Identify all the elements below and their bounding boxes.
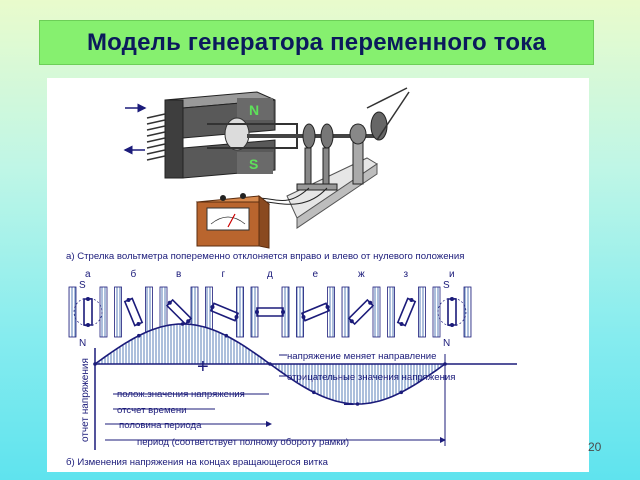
pole-piece-right: [418, 286, 426, 338]
rotation-frame: б: [114, 268, 153, 338]
voltmeter-needle: [227, 213, 236, 228]
sample-point: [268, 362, 272, 366]
generator-diagram: N S: [66, 87, 517, 468]
pole-label-n: N: [79, 338, 86, 349]
coil-loop: [447, 298, 457, 326]
north-pole-label: N: [249, 102, 259, 118]
positive-half-wave-area: [95, 324, 270, 364]
caption-b: б) Изменения напряжения на концах вращаю…: [66, 457, 329, 468]
voltmeter: [195, 193, 271, 249]
diagram-panel: N S: [47, 78, 589, 472]
pole-piece-left: [296, 286, 304, 338]
annotation-negative-values: отрицательные значения напряжения: [287, 372, 455, 383]
conductor-dot: [186, 319, 191, 324]
rotation-frame: аS N: [68, 269, 108, 349]
pole-piece-right: [463, 286, 472, 338]
plus-sign: +: [197, 356, 209, 378]
frame-letter: д: [267, 269, 273, 280]
sample-point: [180, 322, 185, 326]
rotation-frame: ж: [341, 269, 381, 338]
pole-label-s: S: [79, 280, 86, 291]
rotation-frame: иS N: [432, 269, 472, 349]
conductor-dot: [301, 314, 306, 319]
conductor-dot: [255, 310, 259, 314]
voltage-graph: отчет напряжения + − напряжение меняет н…: [80, 322, 517, 450]
frame-letter: а: [85, 269, 91, 280]
frame-letter: е: [313, 269, 319, 280]
pole-piece-left: [114, 286, 122, 338]
rotation-frame: е: [296, 269, 335, 338]
page-number: 20: [588, 440, 602, 454]
frame-letter: г: [222, 269, 226, 280]
frame-letter: з: [404, 269, 409, 280]
conductor-dot: [86, 297, 90, 301]
sample-point: [224, 333, 229, 338]
magnet: N S: [123, 91, 276, 179]
rotation-frame: г: [205, 269, 244, 338]
rotation-circle: [73, 297, 103, 327]
pole-piece-right: [236, 286, 244, 338]
coil: [146, 113, 166, 161]
negative-half-wave-area: [270, 364, 445, 404]
coil-loop: [256, 307, 284, 317]
conductor-dot: [450, 297, 454, 301]
sample-point: [399, 390, 404, 395]
frame-letter: б: [131, 268, 137, 280]
wire: [266, 187, 328, 205]
annotation-direction-change: напряжение меняет направление: [287, 351, 436, 362]
frame-letter: ж: [358, 269, 365, 280]
sample-points: [93, 322, 447, 446]
pole-piece-left: [432, 286, 441, 338]
sample-point: [137, 333, 141, 338]
pole-piece-right: [372, 286, 381, 338]
minus-sign: −: [343, 394, 355, 416]
conductor-dot: [325, 305, 330, 310]
generator-model: N S: [123, 87, 410, 249]
conductor-dot: [368, 300, 373, 305]
rotation-frame: з: [387, 269, 426, 338]
pole-label-s: S: [443, 280, 450, 291]
pole-piece-left: [341, 286, 350, 338]
pole-piece-left: [387, 286, 395, 338]
sample-point: [312, 390, 316, 395]
annotation-period: период (соответствует полному обороту ра…: [137, 437, 349, 448]
pole-piece-left: [68, 286, 77, 338]
caption-a: а) Стрелка вольтметра попеременно отклон…: [66, 251, 464, 262]
conductor-dot: [86, 323, 90, 327]
conductor-dot: [399, 322, 404, 327]
conductor-dot: [409, 297, 414, 302]
conductor-dot: [126, 297, 131, 302]
title-bar: Модель генератора переменного тока: [39, 20, 594, 65]
frame-letter: и: [449, 269, 455, 280]
conductor-dot: [167, 300, 172, 305]
annotation-time-reference: отсчет времени: [117, 405, 187, 416]
rotation-circle: [437, 297, 467, 327]
annotation-positive-values: полож.значения напряжения: [117, 389, 245, 400]
rotation-frame: д: [250, 269, 290, 338]
conductor-dot: [281, 310, 285, 314]
conductor-dot: [210, 305, 215, 310]
pole-label-n: N: [443, 338, 450, 349]
pulley: [366, 87, 410, 141]
slide-title: Модель генератора переменного тока: [86, 28, 547, 56]
annotation-half-period: половина периода: [119, 420, 202, 431]
coil-loop: [300, 302, 331, 322]
pole-piece-right: [99, 286, 108, 338]
frame-letter: в: [176, 269, 181, 280]
conductor-dot: [136, 322, 141, 327]
south-pole-label: S: [249, 156, 258, 172]
pole-piece-right: [327, 286, 335, 338]
sample-point: [355, 402, 360, 406]
y-axis-label: отчет напряжения: [80, 358, 91, 442]
conductor-dot: [234, 314, 239, 319]
coil-loop: [396, 297, 417, 327]
coil-loop: [83, 298, 93, 326]
sample-point: [93, 362, 97, 366]
slip-rings: [296, 123, 338, 191]
coil-loop: [209, 302, 240, 322]
conductor-dot: [450, 323, 454, 327]
conductor-dot: [349, 319, 354, 324]
coil-loop: [123, 297, 144, 327]
